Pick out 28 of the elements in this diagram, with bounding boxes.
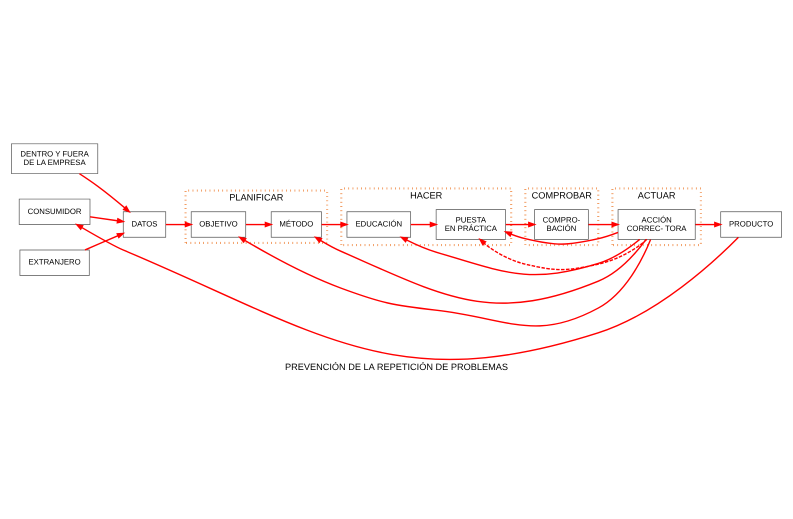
node-box: OBJETIVO xyxy=(190,211,246,238)
node-box: CONSUMIDOR xyxy=(18,198,90,225)
arrow xyxy=(478,238,648,270)
arrow xyxy=(84,232,126,251)
node-box: ACCIÓN CORREC- TORA xyxy=(618,209,696,240)
node-box: MÉTODO xyxy=(270,211,322,238)
arrow xyxy=(166,222,194,228)
node-box: EDUCACIÓN xyxy=(346,211,412,238)
caption: PREVENCIÓN DE LA REPETICIÓN DE PROBLEMAS xyxy=(284,362,508,372)
arrow xyxy=(90,216,126,224)
arrow xyxy=(246,222,274,228)
arrow xyxy=(74,224,739,360)
arrow xyxy=(79,173,131,214)
arrow xyxy=(410,222,438,228)
node-box: DATOS xyxy=(122,211,166,238)
node-box: PUESTA EN PRÁCTICA xyxy=(436,209,506,240)
node-box: COMPRO- BACIÓN xyxy=(534,209,589,240)
arrow xyxy=(400,236,640,276)
arrow xyxy=(504,231,618,245)
arrow xyxy=(322,222,349,228)
arrow xyxy=(238,236,652,327)
arrow xyxy=(696,222,723,228)
arrow xyxy=(314,236,646,304)
node-box: EXTRANJERO xyxy=(20,250,90,276)
node-box: PRODUCTO xyxy=(720,211,782,238)
arrow xyxy=(506,222,537,228)
arrow xyxy=(588,222,620,228)
node-box: DENTRO Y FUERA DE LA EMPRESA xyxy=(11,143,98,174)
